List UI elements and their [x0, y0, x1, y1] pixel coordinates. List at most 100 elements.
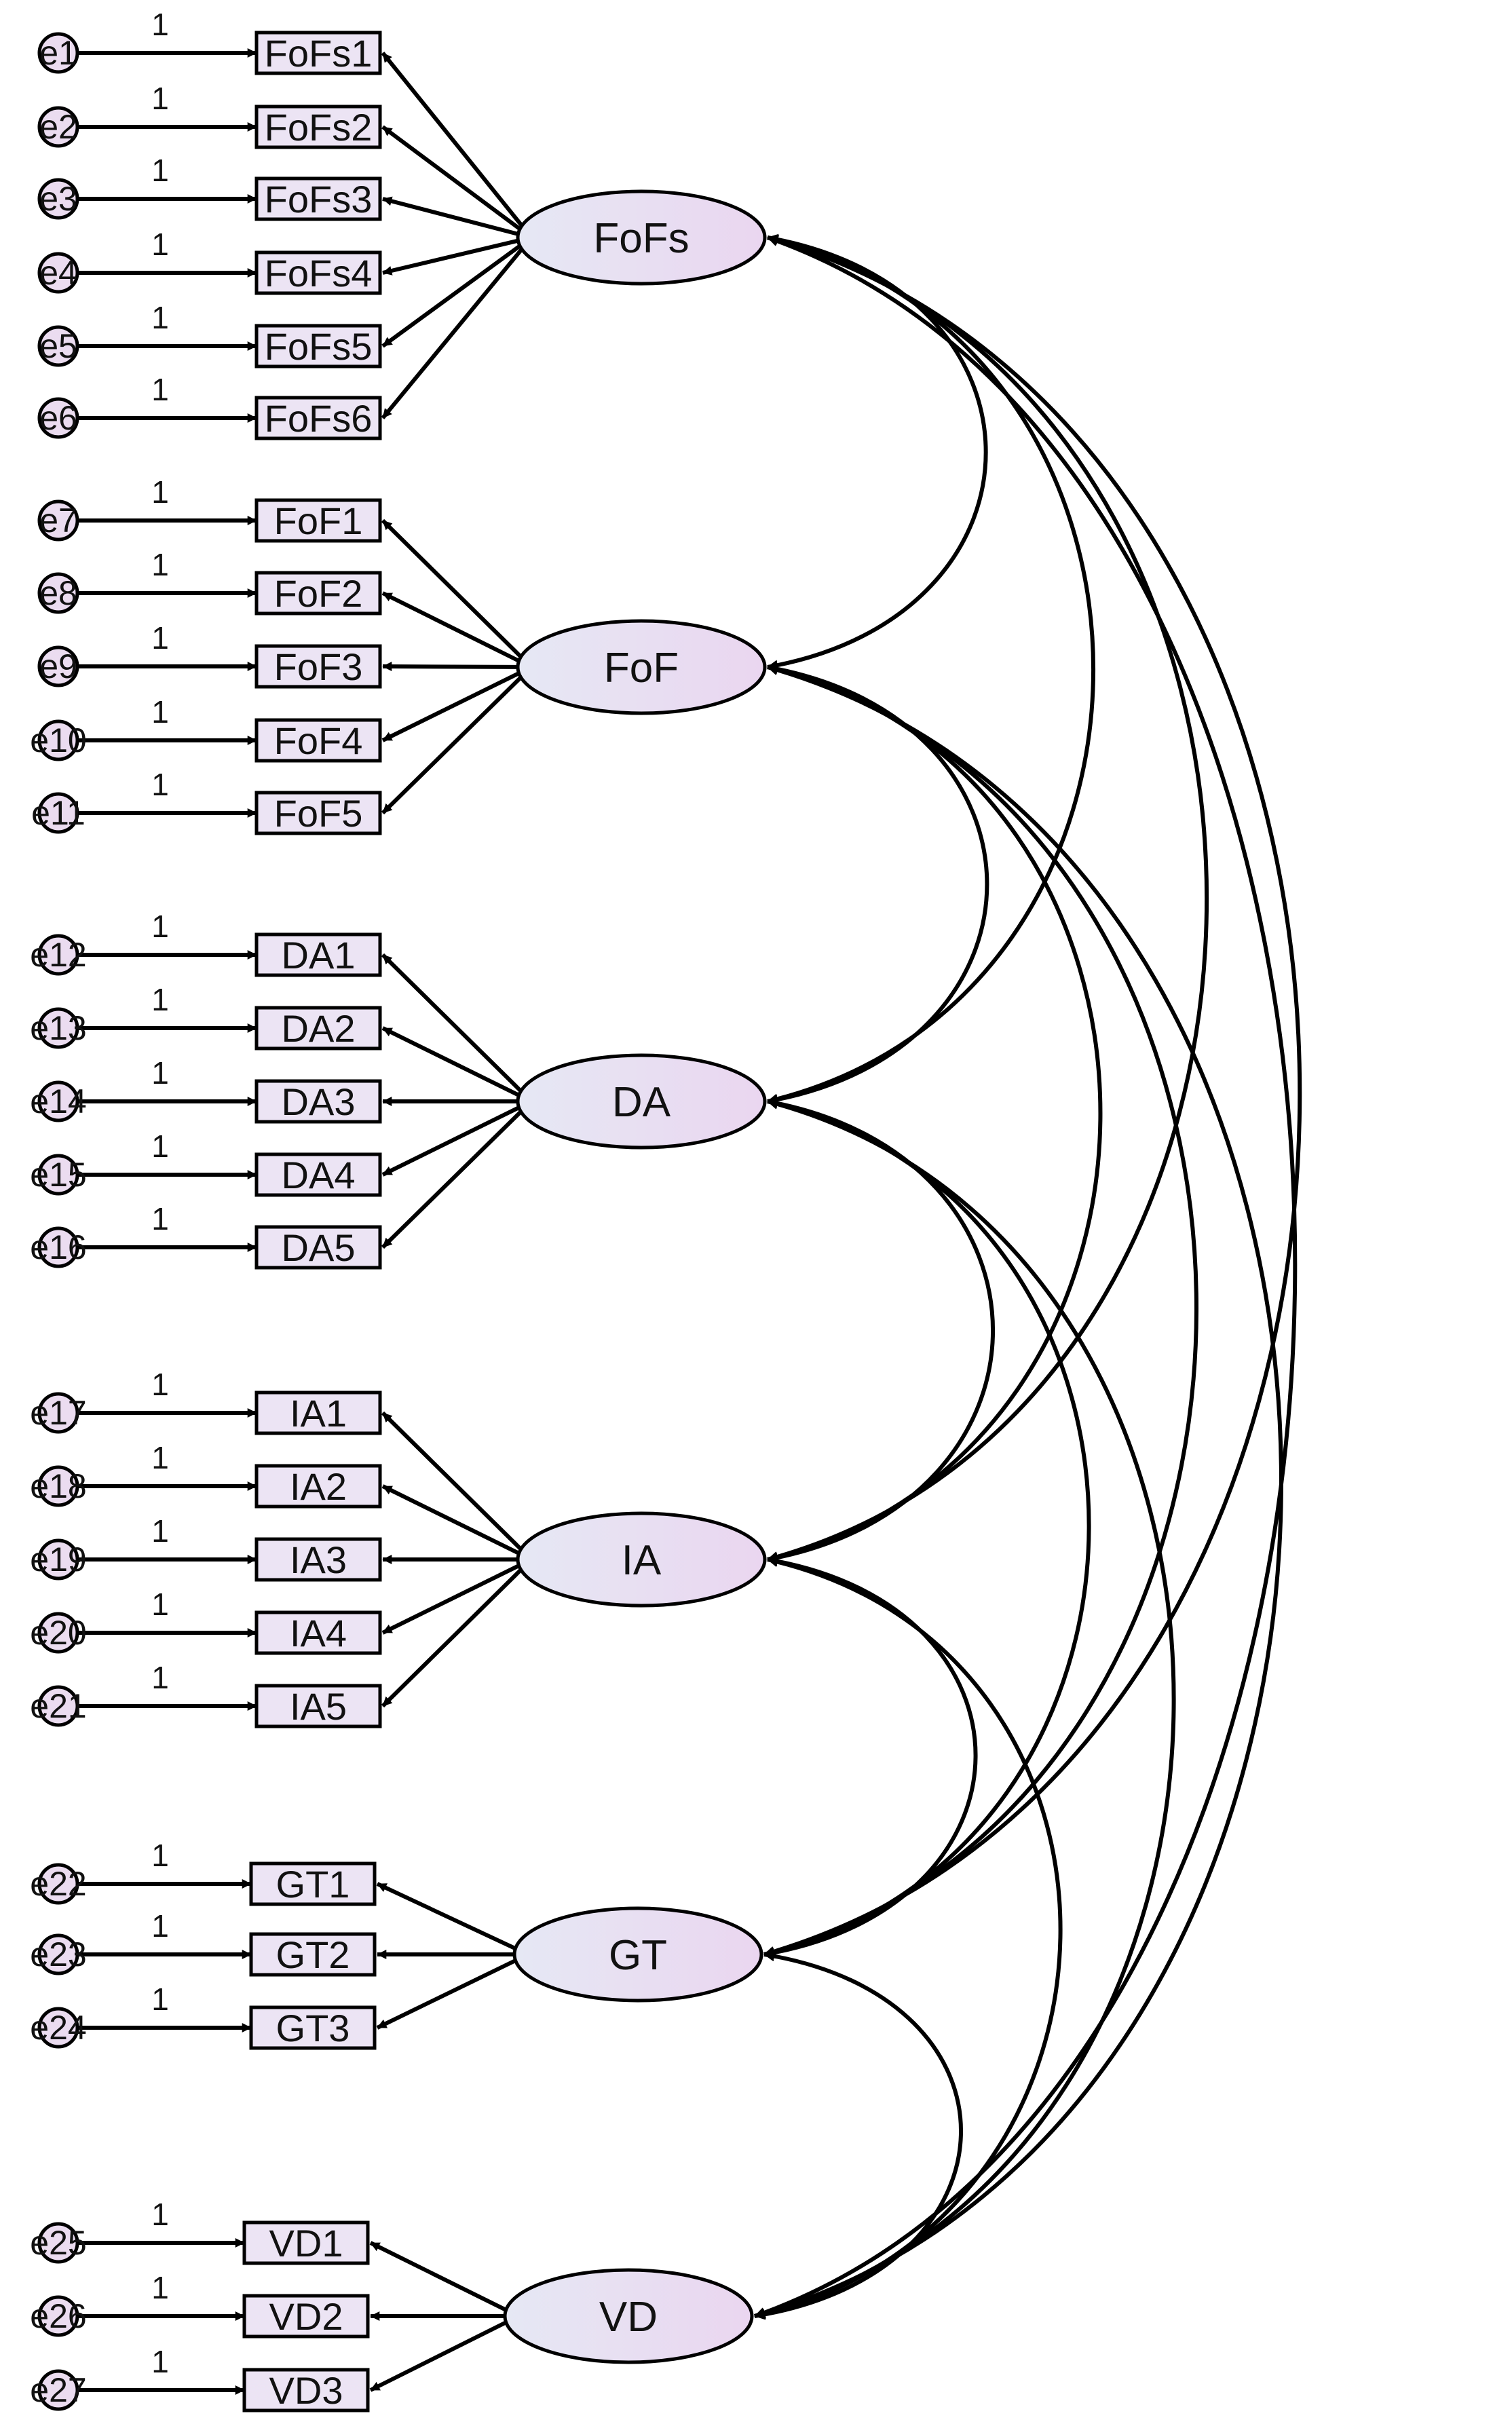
covariance-gt-vd [754, 1950, 963, 2320]
indicator-box-ia1[interactable] [254, 1390, 382, 1435]
error-node-e7[interactable] [37, 499, 79, 542]
error-node-e21[interactable] [37, 1685, 79, 1727]
loading-path-fofs6 [381, 236, 533, 419]
indicator-box-fof5[interactable] [254, 791, 382, 835]
indicator-box-fofs1[interactable] [254, 31, 382, 75]
error-node-e4[interactable] [37, 252, 79, 294]
indicator-box-ia3[interactable] [254, 1537, 382, 1582]
indicator-box-da5[interactable] [254, 1225, 382, 1270]
error-node-e25[interactable] [37, 2222, 79, 2264]
indicator-label: IA3 [290, 1538, 347, 1581]
covariance-fofs-da [767, 234, 1096, 1105]
error-node-e12[interactable] [37, 934, 79, 976]
indicator-label: GT1 [276, 1863, 350, 1906]
indicator-box-fofs4[interactable] [254, 250, 382, 295]
error-label: e23 [30, 1935, 86, 1973]
indicator-box-fof1[interactable] [254, 498, 382, 543]
error-node-e15[interactable] [37, 1154, 79, 1196]
error-label: e9 [39, 647, 77, 685]
error-node-e16[interactable] [37, 1226, 79, 1268]
loading-path-fofs1 [381, 52, 533, 239]
latent-label: FoF [604, 645, 679, 692]
error-node-e11[interactable] [37, 792, 79, 834]
fixed-weight-label: 1 [151, 372, 169, 407]
error-node-e9[interactable] [37, 645, 79, 687]
indicator-label: IA4 [290, 1612, 347, 1654]
error-node-e8[interactable] [37, 572, 79, 614]
loading-path-fof2 [381, 591, 533, 669]
latent-node-da[interactable] [516, 1053, 767, 1150]
error-node-e2[interactable] [37, 106, 79, 148]
fixed-weight-label: 1 [151, 1982, 169, 2017]
loading-path-fof3 [382, 662, 532, 672]
fixed-weight-label: 1 [151, 474, 169, 510]
indicator-box-vd1[interactable] [242, 2220, 370, 2265]
indicator-box-da3[interactable] [254, 1079, 382, 1124]
indicator-label: FoF2 [274, 572, 363, 615]
indicator-box-fofs2[interactable] [254, 105, 382, 149]
latent-node-ia[interactable] [516, 1511, 767, 1608]
error-node-e3[interactable] [37, 178, 79, 220]
covariance-fofs-gt [763, 235, 1302, 1957]
latent-node-gt[interactable] [512, 1906, 763, 2003]
indicator-label: FoFs1 [265, 32, 373, 75]
fixed-weight-label: 1 [151, 227, 169, 262]
error-node-e20[interactable] [37, 1612, 79, 1654]
error-node-e5[interactable] [37, 325, 79, 367]
covariance-layer [754, 233, 1302, 2320]
loading-path-fofs3 [382, 196, 532, 240]
indicator-box-fof2[interactable] [254, 571, 382, 616]
indicator-label: IA1 [290, 1392, 347, 1435]
fixed-weight-label: 1 [151, 694, 169, 730]
error-node-e6[interactable] [37, 397, 79, 439]
error-node-e1[interactable] [37, 32, 79, 74]
indicator-box-fof3[interactable] [254, 644, 382, 689]
error-node-e14[interactable] [37, 1080, 79, 1122]
fixed-weight-label: 1 [151, 2197, 169, 2232]
covariance-da-vd [754, 1099, 1176, 2319]
error-label: e24 [30, 2009, 86, 2047]
error-label: e3 [39, 180, 77, 218]
indicator-box-gt2[interactable] [249, 1932, 377, 1977]
covariance-fof-gt [763, 664, 1198, 1957]
latent-label: DA [612, 1079, 671, 1126]
fixed-weight-label: 1 [151, 1908, 169, 1944]
indicator-box-ia2[interactable] [254, 1464, 382, 1509]
error-node-e10[interactable] [37, 719, 79, 761]
indicator-box-fofs5[interactable] [254, 324, 382, 368]
error-node-e22[interactable] [37, 1863, 79, 1905]
fixed-weight-label: 1 [151, 909, 169, 944]
error-node-e27[interactable] [37, 2369, 79, 2411]
indicator-box-ia5[interactable] [254, 1684, 382, 1728]
loading-path-fof5 [381, 665, 533, 815]
indicator-box-vd3[interactable] [242, 2368, 370, 2412]
indicator-label: DA2 [282, 1007, 356, 1050]
indicator-box-gt1[interactable] [249, 1861, 377, 1906]
indicator-box-fofs6[interactable] [254, 396, 382, 440]
latent-node-vd[interactable] [503, 2268, 754, 2364]
indicator-box-da2[interactable] [254, 1006, 382, 1051]
indicator-box-da4[interactable] [254, 1152, 382, 1197]
latent-node-fof[interactable] [516, 619, 767, 715]
indicator-box-fofs3[interactable] [254, 176, 382, 221]
error-node-e26[interactable] [37, 2295, 79, 2337]
latent-node-fofs[interactable] [516, 189, 767, 286]
indicator-box-vd2[interactable] [242, 2294, 370, 2339]
indicator-box-gt3[interactable] [249, 2005, 377, 2050]
error-node-e18[interactable] [37, 1465, 79, 1507]
error-node-e19[interactable] [37, 1538, 79, 1581]
error-node-e23[interactable] [37, 1933, 79, 1975]
error-node-e13[interactable] [37, 1007, 79, 1049]
indicator-box-da1[interactable] [254, 932, 382, 977]
error-label: e20 [30, 1614, 86, 1652]
error-node-e17[interactable] [37, 1392, 79, 1434]
fixed-weight-label: 1 [151, 767, 169, 802]
indicator-box-fof4[interactable] [254, 718, 382, 763]
error-label: e6 [39, 399, 77, 437]
indicator-box-ia4[interactable] [254, 1610, 382, 1655]
error-label: e15 [30, 1156, 86, 1194]
error-node-e24[interactable] [37, 2007, 79, 2049]
